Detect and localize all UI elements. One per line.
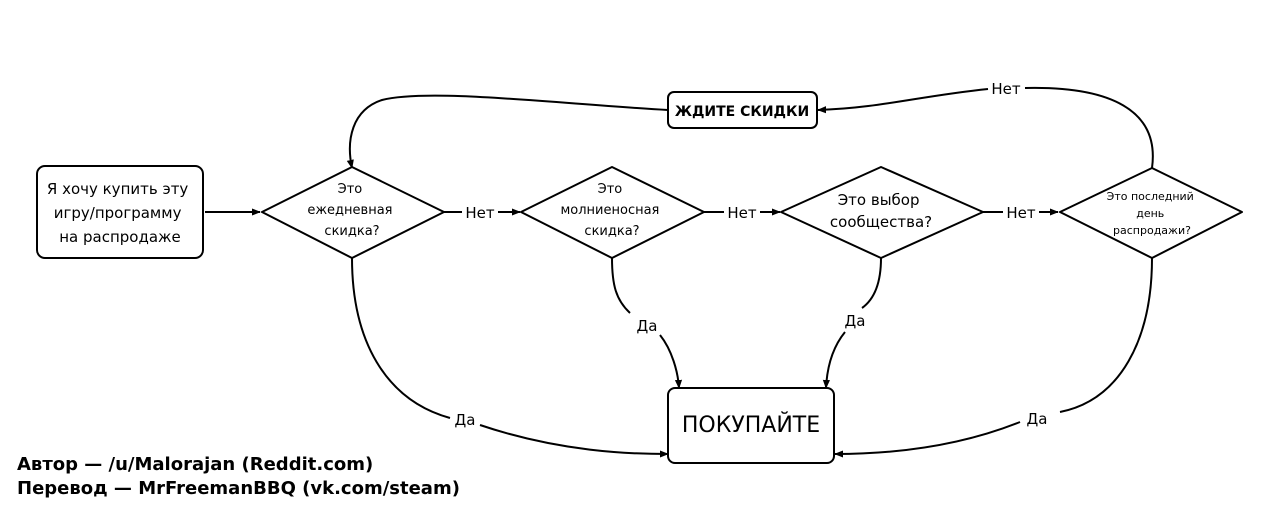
flash-decision-shape	[520, 166, 705, 259]
edge-lastday-to-buy	[835, 257, 1153, 454]
flash-decision-text: Это молниеносная скидка?	[560, 182, 663, 239]
edge-flash-to-buy	[611, 257, 679, 388]
community-decision-shape	[780, 166, 984, 259]
start-text: Я хочу купить эту игру/программу на расп…	[47, 180, 193, 246]
label-yes-daily: Да	[455, 411, 476, 429]
buy-box	[667, 387, 835, 464]
translation-credit: Перевод — MrFreemanBBQ (vk.com/steam)	[17, 478, 460, 499]
edge-lastday-to-wait	[818, 86, 1154, 169]
credits: Автор — /u/Malorajan (Reddit.com) Перево…	[17, 453, 460, 501]
daily-decision-text: Это ежедневная скидка?	[307, 182, 396, 239]
edge-wait-to-daily	[346, 94, 669, 169]
label-yes-community: Да	[845, 312, 866, 330]
label-no-flash: Нет	[727, 204, 757, 222]
daily-decision-shape	[261, 166, 445, 259]
community-decision-text: Это выбор сообщества?	[830, 191, 932, 231]
buy-text: ПОКУПАЙТЕ	[682, 412, 820, 438]
edge-daily-to-buy	[351, 257, 668, 454]
edge-community-to-buy	[826, 257, 882, 388]
wait-box	[667, 91, 818, 129]
lastday-decision-shape	[1059, 167, 1243, 259]
start-box	[36, 165, 204, 259]
label-yes-flash: Да	[637, 317, 658, 335]
label-no-lastday: Нет	[991, 80, 1021, 98]
label-no-community: Нет	[1006, 204, 1036, 222]
author-credit: Автор — /u/Malorajan (Reddit.com)	[17, 454, 374, 475]
label-yes-lastday: Да	[1027, 410, 1048, 428]
wait-text: ЖДИТЕ СКИДКИ	[675, 104, 809, 120]
lastday-decision-text: Это последний день распродажи?	[1107, 190, 1198, 237]
label-no-daily: Нет	[465, 204, 495, 222]
